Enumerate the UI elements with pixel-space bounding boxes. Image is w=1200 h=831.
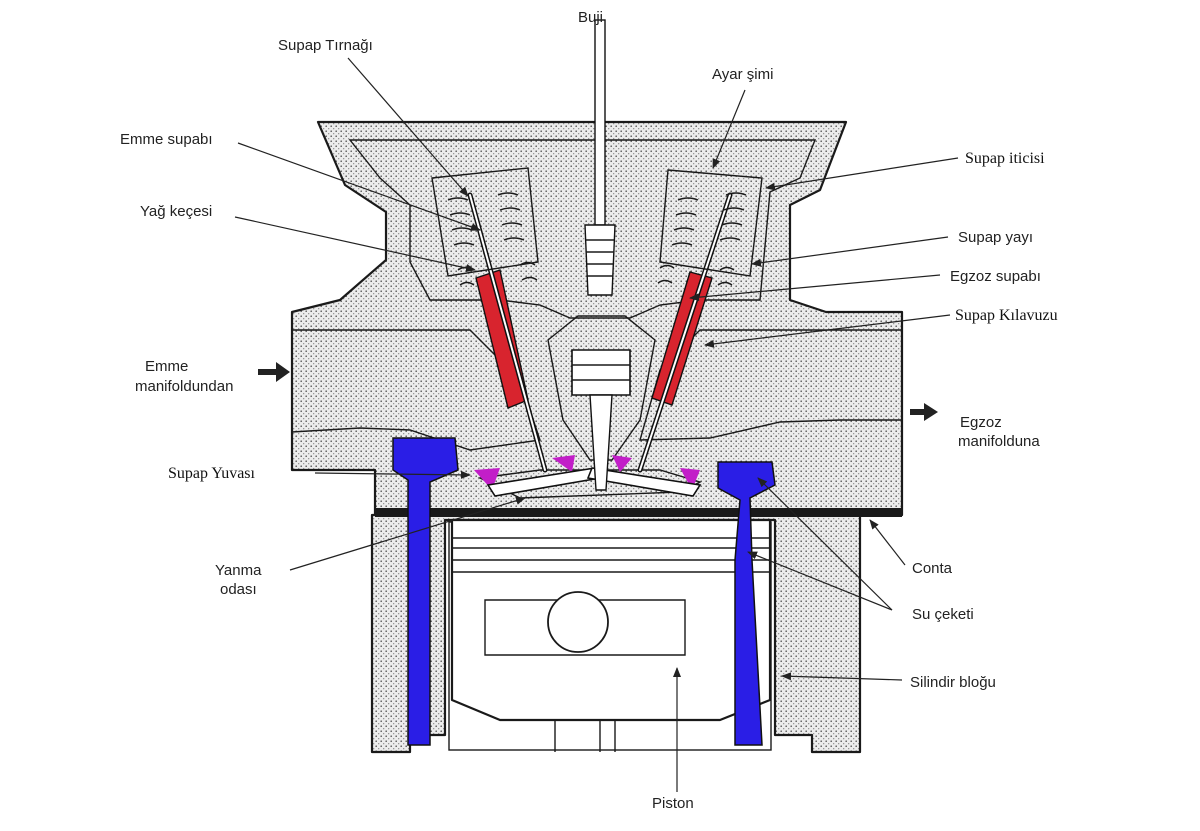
label-emme-supabi: Emme supabı: [120, 131, 213, 148]
label-supap-yayi: Supap yayı: [958, 229, 1033, 246]
label-supap-yuvasi: Supap Yuvası: [168, 465, 256, 482]
piston-pin: [547, 591, 609, 653]
label-yanma-line2: odası: [220, 581, 257, 598]
label-buji: Buji: [578, 9, 603, 26]
label-emme-line2: manifoldundan: [135, 378, 233, 395]
water-jacket-right: [717, 461, 776, 746]
label-egzoz-supabi: Egzoz supabı: [950, 268, 1041, 285]
labels: Buji Supap Tırnağı Ayar şimi Emme supabı…: [120, 9, 1058, 812]
exhaust-flow-arrow: [910, 403, 938, 421]
intake-valve-assembly: [431, 167, 602, 497]
water-jacket-left: [392, 437, 459, 746]
label-yag-kecesi: Yağ keçesi: [140, 203, 212, 220]
label-egzoz-line2: manifolduna: [958, 433, 1040, 450]
label-supap-kilavuzu: Supap Kılavuzu: [955, 307, 1058, 324]
label-conta: Conta: [912, 560, 953, 577]
label-yanma-line1: Yanma: [215, 562, 262, 579]
spark-plug: [571, 19, 631, 491]
label-egzoz-line1: Egzoz: [960, 414, 1002, 431]
piston: [450, 518, 772, 752]
label-supap-iticisi: Supap iticisi: [965, 150, 1045, 167]
leader-lines: [234, 57, 959, 792]
label-ayar-simi: Ayar şimi: [712, 66, 773, 83]
label-supap-tirnagi: Supap Tırnağı: [278, 37, 373, 54]
intake-flow-arrow: [258, 362, 290, 382]
label-piston: Piston: [652, 795, 694, 812]
label-su-ceketi: Su çeketi: [912, 606, 974, 623]
head-gasket: [375, 508, 902, 517]
exhaust-valve-assembly: [586, 169, 763, 497]
label-silindir-blogu: Silindir bloğu: [910, 674, 996, 691]
label-emme-line1: Emme: [145, 358, 188, 375]
combustion-chamber: [477, 469, 702, 499]
